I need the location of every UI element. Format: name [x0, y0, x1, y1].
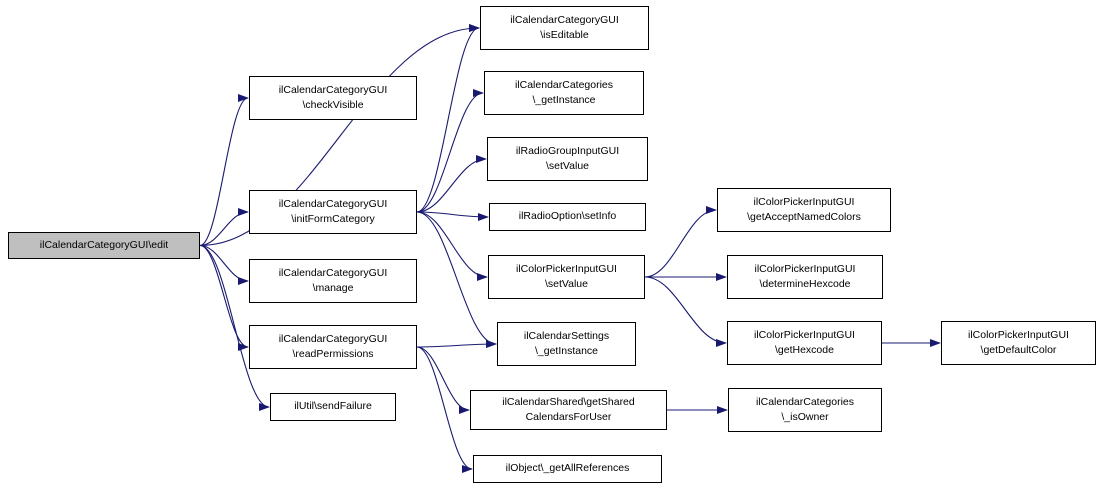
graph-node-label: ilObject\_getAllReferences: [505, 462, 630, 475]
graph-node-determine-hexcode[interactable]: ilColorPickerInputGUI \determineHexcode: [727, 255, 883, 299]
graph-node-get-accept-named-colors[interactable]: ilColorPickerInputGUI \getAcceptNamedCol…: [717, 188, 891, 232]
graph-node-send-failure[interactable]: ilUtil\sendFailure: [270, 393, 396, 421]
graph-node-label: ilUtil\sendFailure: [294, 400, 372, 413]
graph-node-read-permissions[interactable]: ilCalendarCategoryGUI \readPermissions: [249, 325, 417, 369]
graph-node-label: ilCalendarShared\getShared CalendarsForU…: [502, 395, 635, 423]
graph-node-label: ilCalendarCategoryGUI \readPermissions: [278, 332, 388, 360]
edge-read-permissions-to-get-all-references: [416, 346, 473, 473]
edge-edit-to-manage: [199, 244, 249, 285]
graph-node-categories-get-instance[interactable]: ilCalendarCategories \_getInstance: [484, 71, 644, 115]
edge-init-form-category-to-color-picker-set-value: [416, 211, 488, 281]
graph-node-get-hexcode[interactable]: ilColorPickerInputGUI \getHexcode: [727, 321, 882, 365]
graph-node-init-form-category[interactable]: ilCalendarCategoryGUI \initFormCategory: [249, 190, 417, 234]
edge-color-picker-set-value-to-get-hexcode: [644, 276, 727, 347]
graph-node-label: ilCalendarCategoryGUI \checkVisible: [278, 83, 388, 111]
graph-node-settings-get-instance[interactable]: ilCalendarSettings \_getInstance: [497, 322, 636, 366]
graph-node-label: ilCalendarCategoryGUI \isEditable: [510, 13, 619, 41]
edge-init-form-category-to-settings-get-instance: [416, 211, 497, 348]
graph-node-label: ilColorPickerInputGUI \getAcceptNamedCol…: [747, 195, 861, 223]
edge-init-form-category-to-categories-get-instance: [416, 89, 484, 213]
graph-node-get-all-references[interactable]: ilObject\_getAllReferences: [473, 455, 662, 483]
graph-node-label: ilCalendarCategories \_getInstance: [514, 78, 614, 106]
edge-color-picker-set-value-to-get-accept-named-colors: [644, 206, 717, 278]
graph-node-label: ilCalendarCategoryGUI \manage: [278, 266, 388, 294]
graph-node-edit: ilCalendarCategoryGUI\edit: [8, 232, 200, 259]
graph-node-label: ilCalendarCategoryGUI \initFormCategory: [278, 197, 388, 225]
edge-init-form-category-to-radio-group-set-value: [416, 155, 487, 213]
graph-node-radio-group-set-value[interactable]: ilRadioGroupInputGUI \setValue: [487, 137, 648, 181]
graph-node-manage[interactable]: ilCalendarCategoryGUI \manage: [249, 259, 417, 303]
edge-init-form-category-to-is-editable: [416, 24, 480, 213]
graph-node-label: ilRadioOption\setInfo: [518, 210, 617, 223]
graph-node-label: ilColorPickerInputGUI \setValue: [516, 262, 617, 290]
graph-node-label: ilColorPickerInputGUI \determineHexcode: [754, 262, 856, 290]
graph-node-check-visible[interactable]: ilCalendarCategoryGUI \checkVisible: [249, 76, 417, 120]
graph-node-label: ilCalendarCategories \_isOwner: [755, 395, 855, 423]
edge-edit-to-read-permissions: [199, 244, 249, 351]
graph-node-label: ilCalendarSettings \_getInstance: [523, 329, 610, 357]
graph-node-get-default-color[interactable]: ilColorPickerInputGUI \getDefaultColor: [941, 321, 1096, 365]
edge-read-permissions-to-get-shared-calendars: [416, 346, 470, 414]
edge-init-form-category-to-radio-option-set-info: [416, 211, 489, 221]
graph-node-label: ilColorPickerInputGUI \getHexcode: [754, 328, 855, 356]
edge-read-permissions-to-settings-get-instance: [416, 340, 497, 349]
graph-node-label: ilRadioGroupInputGUI \setValue: [515, 144, 620, 172]
graph-node-color-picker-set-value[interactable]: ilColorPickerInputGUI \setValue: [488, 255, 645, 299]
graph-node-is-editable[interactable]: ilCalendarCategoryGUI \isEditable: [480, 6, 649, 50]
graph-node-label: ilColorPickerInputGUI \getDefaultColor: [968, 328, 1069, 356]
edge-edit-to-init-form-category: [199, 208, 249, 247]
graph-node-radio-option-set-info[interactable]: ilRadioOption\setInfo: [489, 203, 646, 231]
graph-node-label: ilCalendarCategoryGUI\edit: [39, 238, 169, 251]
graph-node-is-owner[interactable]: ilCalendarCategories \_isOwner: [728, 388, 882, 432]
graph-node-get-shared-calendars[interactable]: ilCalendarShared\getShared CalendarsForU…: [470, 390, 667, 430]
edge-edit-to-check-visible: [199, 94, 249, 247]
